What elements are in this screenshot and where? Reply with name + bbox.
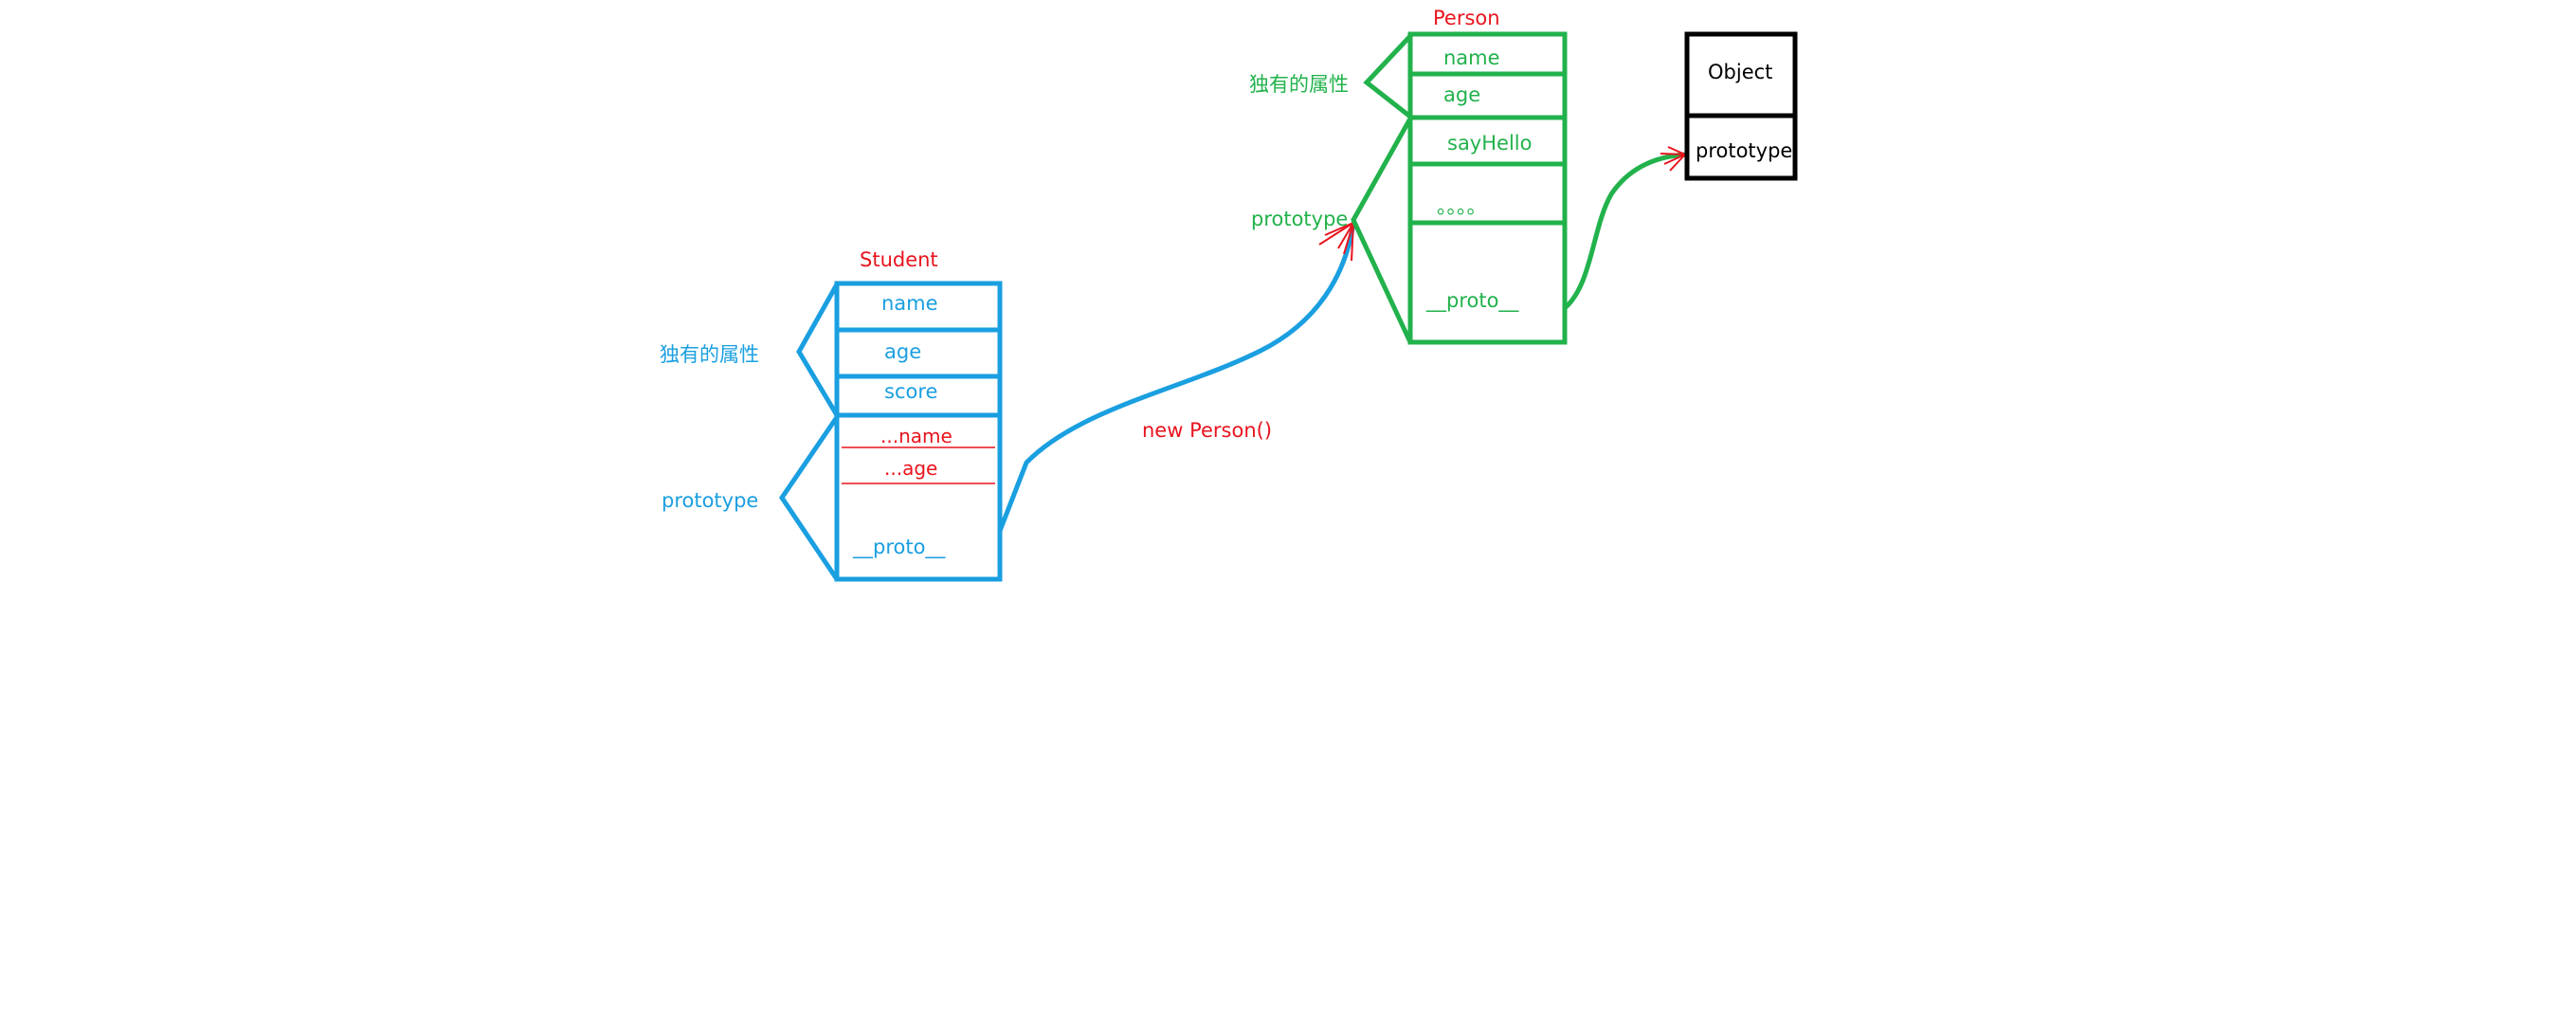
object-title: Object <box>1708 61 1772 83</box>
person-own-props-brace <box>1363 34 1412 118</box>
person-method-sayhello: sayHello <box>1447 132 1532 155</box>
person-ellipsis: 。。。。 <box>1437 195 1487 218</box>
person-field-name: name <box>1443 46 1500 69</box>
student-field-score: score <box>884 380 937 403</box>
person-field-age: age <box>1443 83 1480 106</box>
student-inherited-age: ...age <box>884 457 937 480</box>
student-prototype-brace <box>778 415 840 581</box>
student-inherited-underlines <box>842 446 995 484</box>
student-title: Student <box>860 248 938 271</box>
student-field-name: name <box>881 292 938 315</box>
object-box <box>1684 31 1798 181</box>
person-box <box>1407 31 1568 345</box>
person-title: Person <box>1433 7 1500 29</box>
student-field-age: age <box>884 340 921 363</box>
student-own-props-brace <box>796 282 840 417</box>
person-proto-field: __proto__ <box>1425 289 1519 313</box>
student-proto-field: __proto__ <box>852 536 946 559</box>
object-group <box>1684 31 1798 181</box>
person-prototype-brace <box>1351 117 1413 344</box>
link-label-new-person: new Person() <box>1142 419 1272 442</box>
student-inherited-name: ...name <box>880 425 952 447</box>
student-box <box>834 281 1003 582</box>
object-prototype-field: prototype <box>1696 139 1792 162</box>
person-prototype-label: prototype <box>1251 208 1348 230</box>
person-to-object-link <box>1563 152 1686 310</box>
person-own-props-label: 独有的属性 <box>1249 73 1349 96</box>
person-group <box>1351 31 1568 345</box>
arrowhead-icon <box>1660 146 1686 172</box>
student-own-props-label: 独有的属性 <box>660 343 759 366</box>
student-to-person-link <box>997 222 1356 532</box>
student-prototype-label: prototype <box>662 489 758 512</box>
student-group <box>778 281 1003 582</box>
arrowhead-icon <box>1318 222 1354 262</box>
